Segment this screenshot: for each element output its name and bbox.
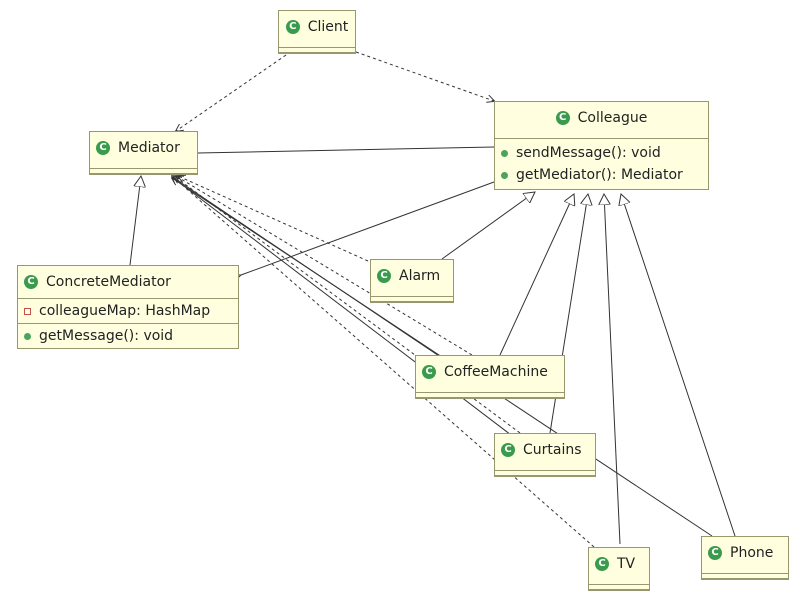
method-signature: getMediator(): Mediator xyxy=(516,167,683,183)
empty-fields-compartment xyxy=(495,134,708,139)
empty-compartments xyxy=(589,580,649,590)
edge-tv-generalization xyxy=(604,194,621,545)
field-signature: colleagueMap: HashMap xyxy=(39,303,211,319)
class-alarm[interactable]: C Alarm xyxy=(370,259,454,303)
empty-compartments xyxy=(702,569,788,579)
method-row: sendMessage(): void xyxy=(501,142,702,164)
method-row: getMediator(): Mediator xyxy=(501,164,702,186)
class-colleague[interactable]: C Colleague sendMessage(): void getMedia… xyxy=(494,101,709,190)
class-tv[interactable]: C TV xyxy=(588,547,650,591)
class-mediator[interactable]: C Mediator xyxy=(89,131,198,175)
class-name: Colleague xyxy=(577,110,648,126)
class-name: TV xyxy=(617,556,636,572)
class-name: Alarm xyxy=(399,268,441,284)
class-curtains[interactable]: C Curtains xyxy=(494,433,596,477)
class-name: ConcreteMediator xyxy=(46,274,171,290)
class-name: Curtains xyxy=(523,442,582,458)
empty-compartments xyxy=(371,292,453,302)
edge-alarm-generalization xyxy=(441,192,535,260)
public-method-icon xyxy=(501,149,508,157)
class-client[interactable]: C Client xyxy=(278,10,356,54)
method-signature: sendMessage(): void xyxy=(516,145,661,161)
private-field-icon xyxy=(24,307,31,315)
edge-alarm-to-mediator xyxy=(178,176,369,262)
class-icon: C xyxy=(501,443,515,457)
class-icon: C xyxy=(96,141,110,155)
class-icon: C xyxy=(24,275,38,289)
public-method-icon xyxy=(501,171,508,179)
class-name: Mediator xyxy=(118,140,180,156)
class-icon: C xyxy=(422,365,436,379)
edge-mediator-colleague-association xyxy=(197,146,495,154)
class-icon: C xyxy=(377,269,391,283)
edge-concretemediator-colleague-aggregation xyxy=(241,181,495,275)
method-signature: getMessage(): void xyxy=(39,328,174,344)
edge-client-to-mediator xyxy=(176,54,287,131)
method-row: getMessage(): void xyxy=(24,325,232,347)
methods-compartment: getMessage(): void xyxy=(18,323,238,348)
empty-compartments xyxy=(279,43,355,53)
class-concretemediator[interactable]: C ConcreteMediator colleagueMap: HashMap… xyxy=(17,265,239,349)
edge-phone-generalization xyxy=(621,194,736,537)
class-icon: C xyxy=(595,557,609,571)
edge-coffeemachine-to-mediator xyxy=(176,176,473,356)
edge-tv-to-mediator xyxy=(172,176,595,548)
edge-client-to-colleague xyxy=(355,51,494,101)
empty-compartments xyxy=(90,164,197,174)
public-method-icon xyxy=(24,332,31,340)
class-name: Client xyxy=(307,19,349,35)
empty-compartments xyxy=(416,388,564,398)
class-icon: C xyxy=(555,111,570,125)
edge-coffeemachine-generalization xyxy=(499,194,574,356)
class-name: CoffeeMachine xyxy=(444,364,548,380)
class-phone[interactable]: C Phone xyxy=(701,536,789,580)
methods-compartment: sendMessage(): void getMediator(): Media… xyxy=(495,139,708,189)
class-icon: C xyxy=(708,546,722,560)
empty-compartments xyxy=(495,466,595,476)
class-icon: C xyxy=(285,20,300,34)
fields-compartment: colleagueMap: HashMap xyxy=(18,298,238,323)
edge-concretemediator-generalization xyxy=(129,176,141,266)
field-row: colleagueMap: HashMap xyxy=(24,300,232,322)
class-name: Phone xyxy=(730,545,774,561)
class-coffeemachine[interactable]: C CoffeeMachine xyxy=(415,355,565,399)
